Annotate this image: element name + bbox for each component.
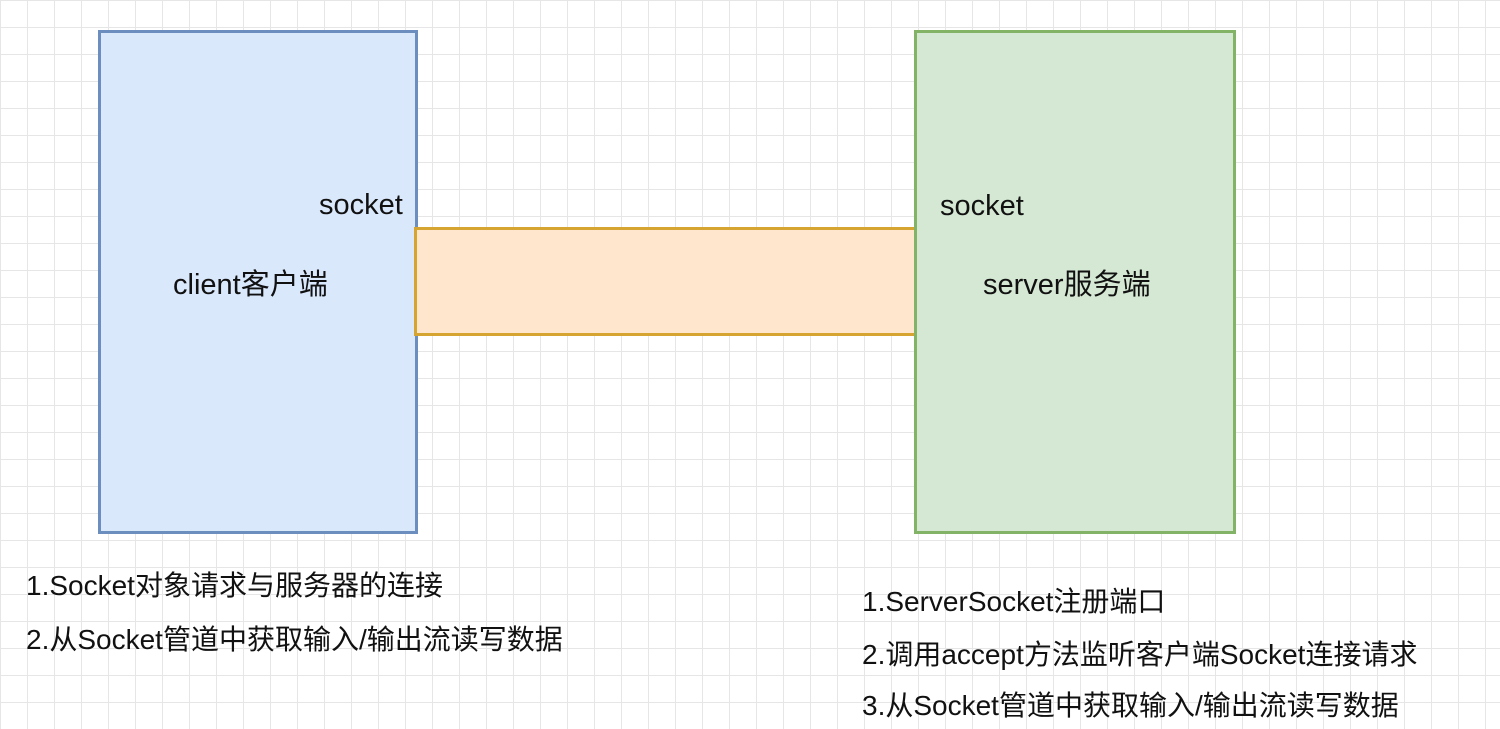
- socket-pipe: [414, 227, 919, 336]
- client-step-1: 1.Socket对象请求与服务器的连接: [26, 570, 443, 601]
- client-title: client客户端: [173, 269, 328, 301]
- client-step-2: 2.从Socket管道中获取输入/输出流读写数据: [26, 624, 563, 655]
- server-socket-label: socket: [940, 190, 1024, 222]
- server-step-1: 1.ServerSocket注册端口: [862, 586, 1166, 617]
- client-socket-label: socket: [319, 189, 403, 221]
- server-title: server服务端: [983, 269, 1151, 301]
- server-step-3: 3.从Socket管道中获取输入/输出流读写数据: [862, 690, 1399, 721]
- server-step-2: 2.调用accept方法监听客户端Socket连接请求: [862, 639, 1418, 670]
- server-box: [914, 30, 1236, 534]
- client-box: [98, 30, 418, 534]
